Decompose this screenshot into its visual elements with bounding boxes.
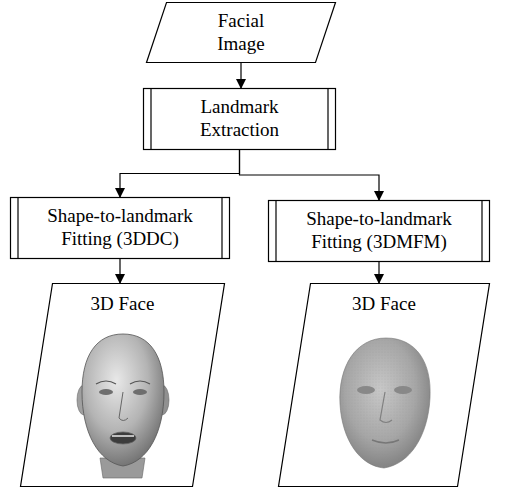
flow-arrow [240, 150, 380, 200]
flow-arrow [120, 150, 240, 197]
face-mask-model [340, 338, 430, 468]
process-box: Shape-to-landmark Fitting (3DDC) [10, 197, 230, 259]
process-box: Landmark Extraction [143, 88, 336, 150]
node-label: 3D Face [63, 293, 183, 316]
node-label: 3D Face [324, 293, 444, 316]
head-model [77, 334, 169, 478]
flow-arrow [378, 262, 379, 283]
io-parallelogram: Facial Image [146, 2, 336, 63]
flow-arrow [240, 63, 241, 88]
process-box: Shape-to-landmark Fitting (3DMFM) [268, 200, 490, 262]
io-parallelogram: 3D Face [20, 283, 225, 487]
node-label: Shape-to-landmark Fitting (3DMFM) [287, 208, 472, 254]
node-label: Shape-to-landmark Fitting (3DDC) [30, 205, 210, 251]
node-label: Facial Image [196, 10, 286, 56]
io-parallelogram: 3D Face [278, 283, 490, 487]
node-label: Landmark Extraction [175, 96, 305, 142]
flow-arrow [119, 259, 120, 283]
